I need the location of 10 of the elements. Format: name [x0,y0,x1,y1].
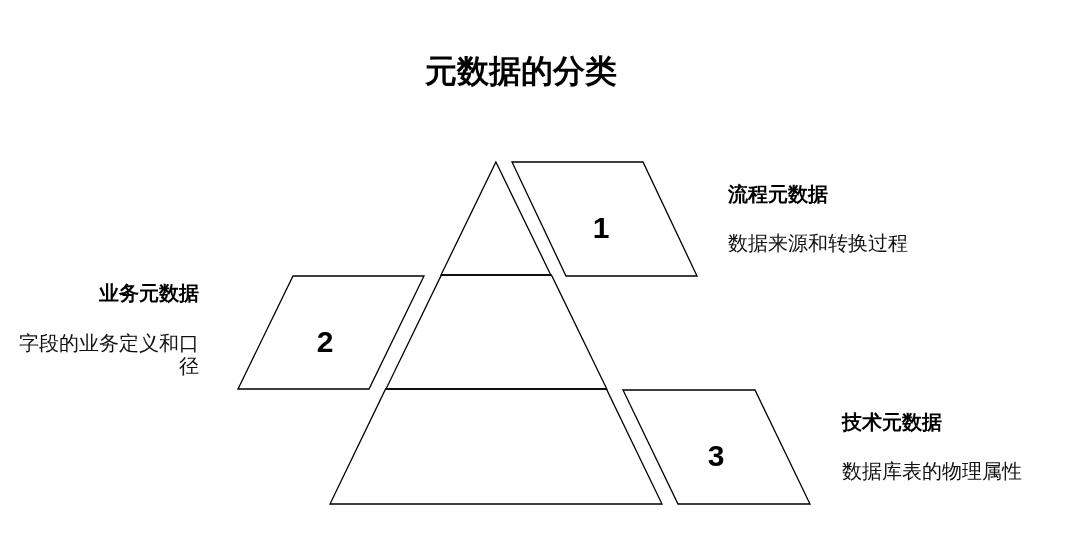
category-heading: 业务元数据 [99,281,199,305]
number-label: 1 [592,213,610,243]
category-heading: 流程元数据 [728,182,828,206]
number-label: 2 [316,327,334,357]
category-description: 数据库表的物理属性 [842,459,1022,483]
category-heading: 技术元数据 [842,410,942,434]
title: 元数据的分类 [425,52,617,90]
number-label: 3 [707,441,725,471]
category-description: 数据来源和转换过程 [728,231,908,255]
category-description: 字段的业务定义和口径 [18,331,199,378]
